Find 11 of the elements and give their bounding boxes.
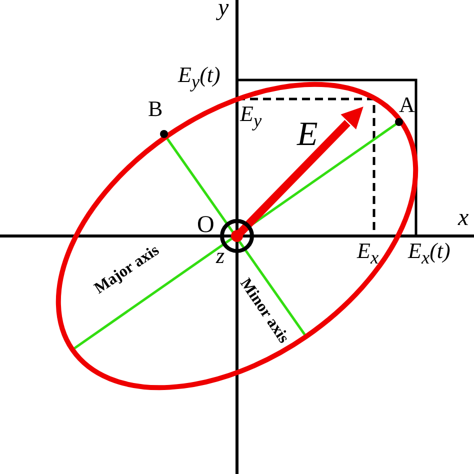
vector-label: E bbox=[297, 118, 318, 152]
point-label: B bbox=[148, 98, 163, 120]
axis-label: x bbox=[458, 206, 469, 230]
point-label: A bbox=[399, 94, 415, 116]
axis-label: z bbox=[216, 245, 225, 267]
component-label: E$_{x}$ bbox=[357, 240, 379, 267]
axis-label: y bbox=[218, 0, 229, 20]
component-label: E$_{y}$(t) bbox=[178, 64, 220, 91]
origin-label: O bbox=[197, 213, 214, 237]
component-label: E$_{x}$(t) bbox=[408, 240, 450, 267]
component-label: E$_{y}$ bbox=[240, 103, 262, 130]
